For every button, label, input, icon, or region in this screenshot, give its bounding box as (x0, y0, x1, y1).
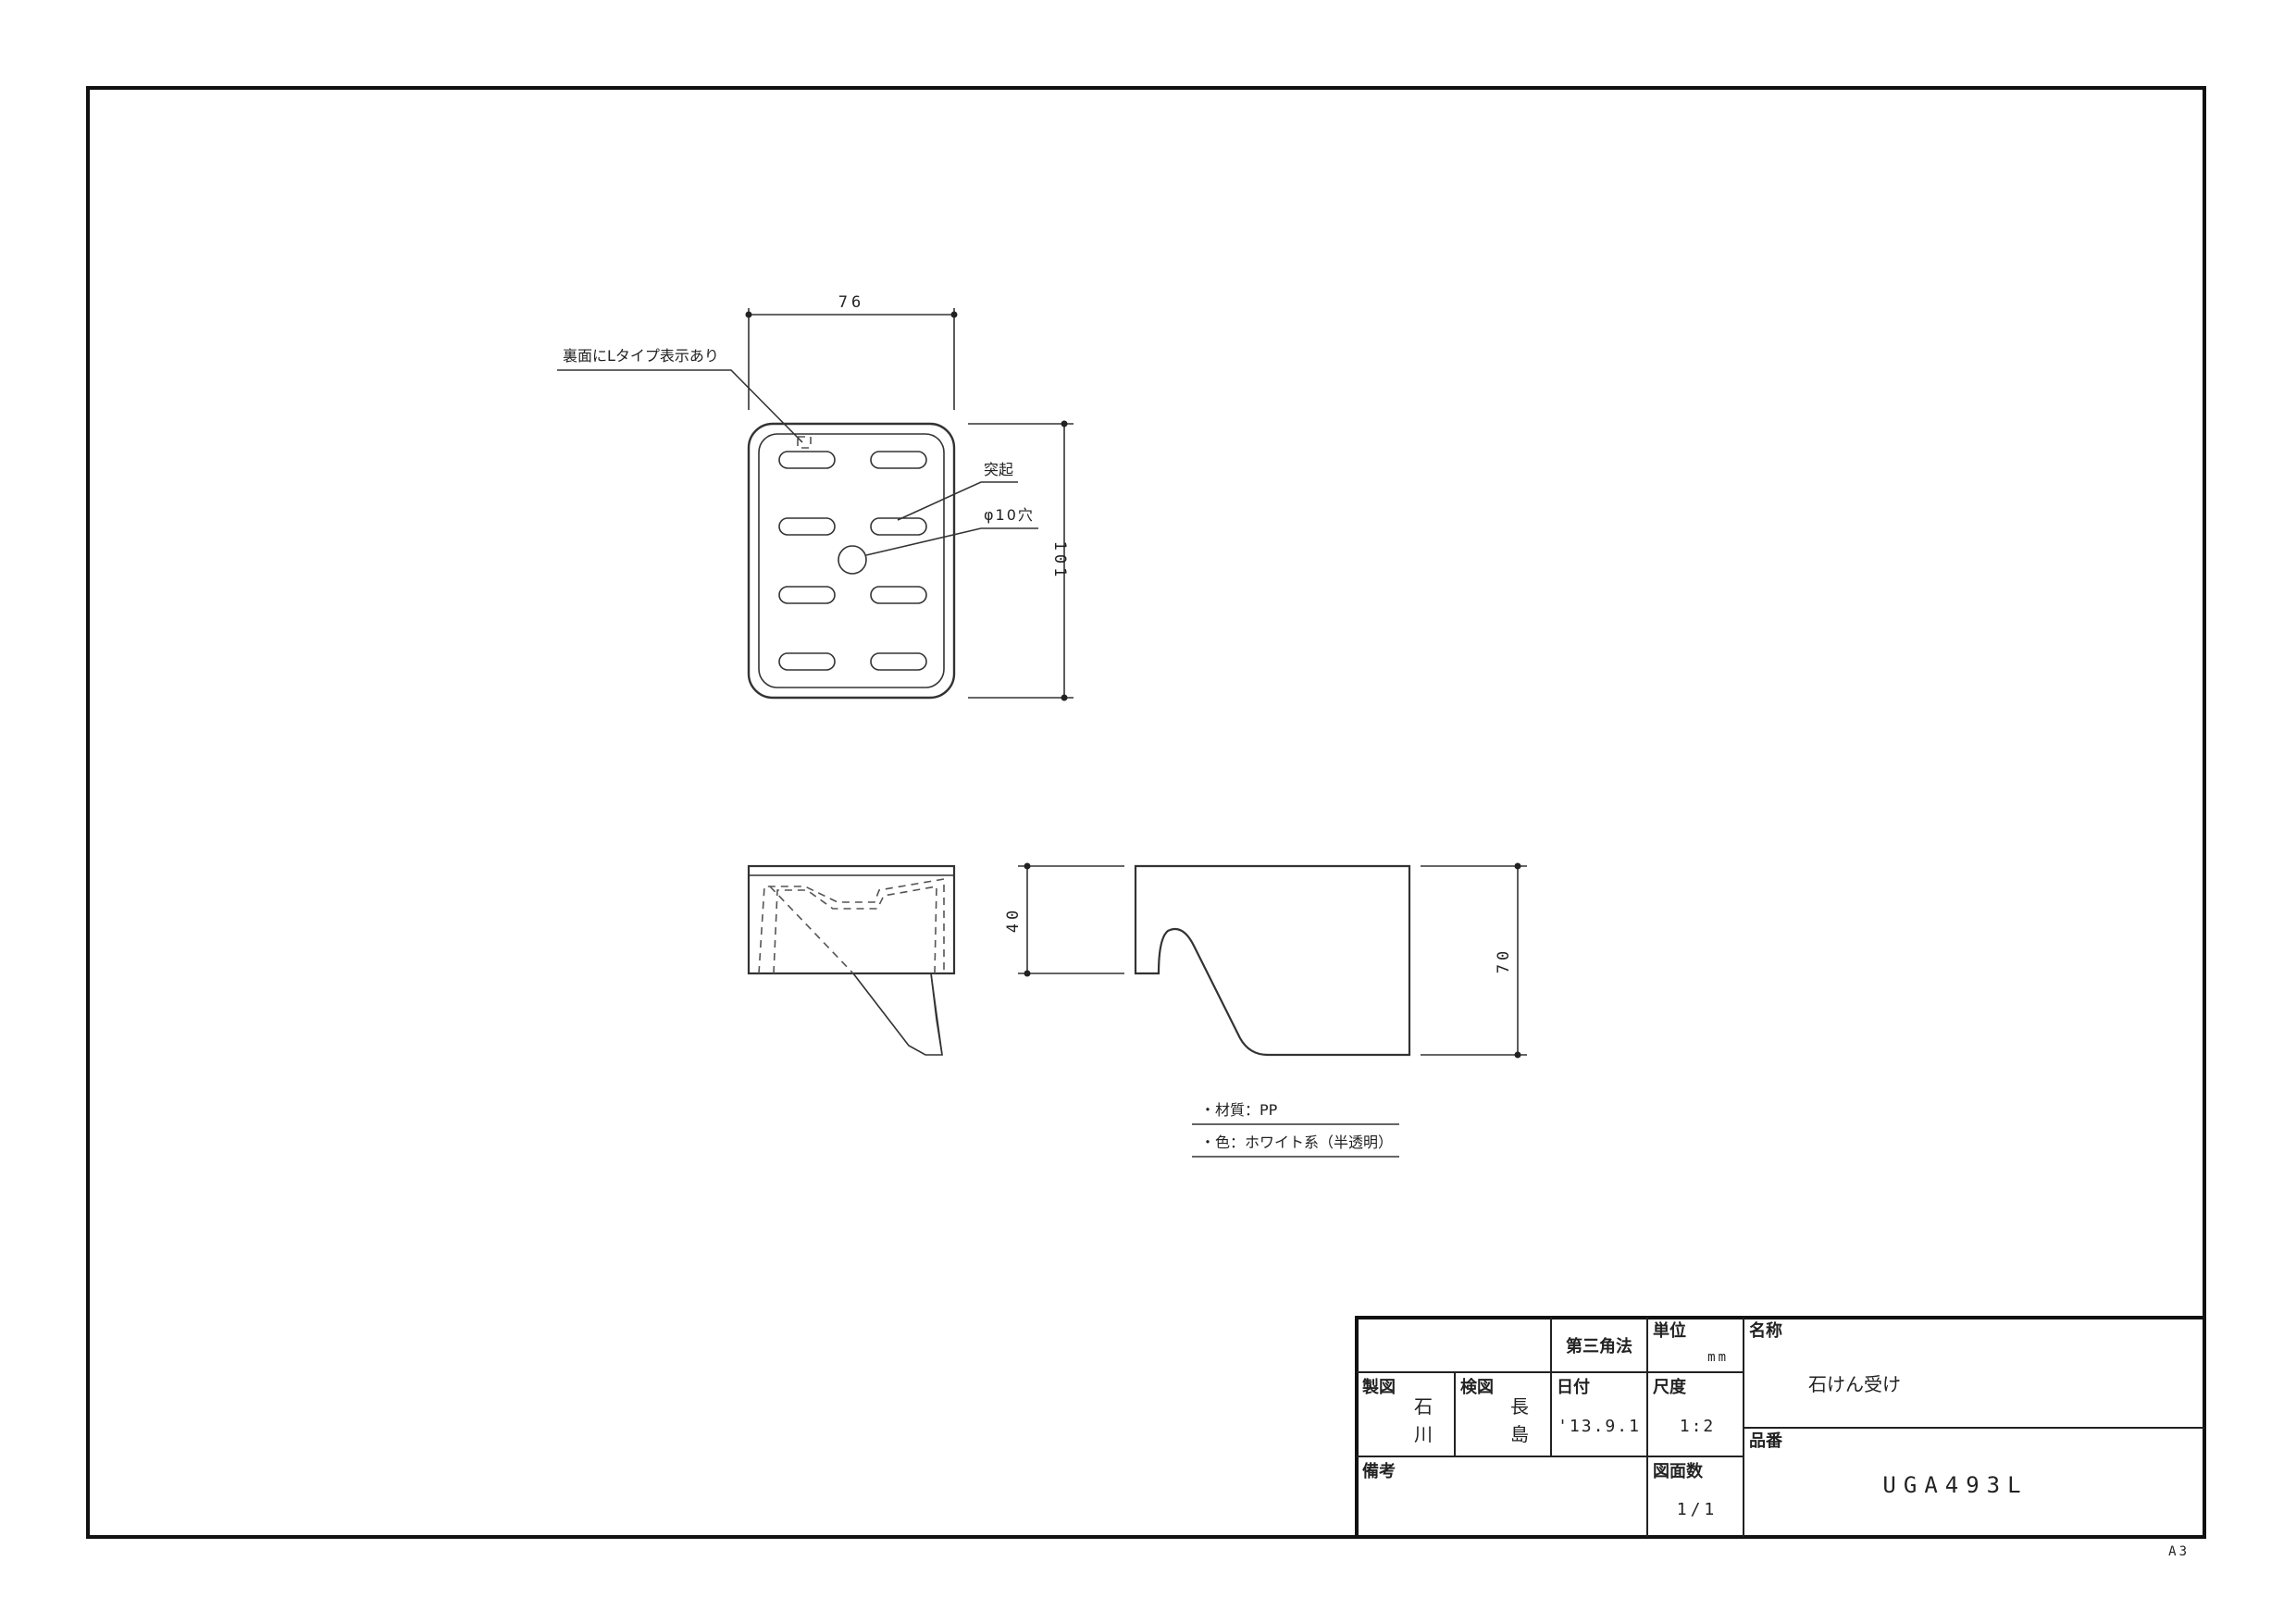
slot (870, 517, 927, 536)
slot (870, 451, 927, 469)
tb-scale-value: 1:2 (1680, 1417, 1716, 1436)
sheet-border (86, 86, 2206, 1539)
tb-drawn-by-1: 石 (1414, 1395, 1433, 1418)
dimension-width-text: 76 (838, 293, 864, 312)
tb-checked-by-1: 長 (1510, 1395, 1529, 1418)
top-inner-outline (758, 433, 945, 688)
dimension-dot (1061, 694, 1068, 701)
slot (778, 451, 836, 469)
hole-10mm (838, 545, 867, 575)
side-view: 40 70 (1004, 862, 1527, 1059)
dimension-dot (1061, 420, 1068, 427)
title-block: 第三角法 単位 mm 名称 石けん受け 製図 石 川 検図 長 島 日付 '13… (1355, 1316, 2206, 1539)
front-bracket-edge (930, 973, 943, 1056)
tb-sheets-value: 1/1 (1677, 1500, 1719, 1519)
slot (870, 586, 927, 604)
dimension-height-total-text: 70 (1495, 948, 1513, 973)
front-view (747, 864, 956, 1056)
front-body-outline (747, 864, 956, 975)
dimension-dot (1024, 970, 1031, 977)
note-color: ・色：ホワイト系（半透明） (1200, 1134, 1393, 1151)
slot (870, 652, 927, 671)
dimension-dot (950, 311, 958, 318)
tb-unit-label: 単位 (1653, 1320, 1686, 1341)
tb-drawn-by-2: 川 (1414, 1423, 1433, 1445)
tb-projection: 第三角法 (1566, 1336, 1632, 1357)
top-view: 76 101 裏面にLタイプ表示あり 突起 φ10穴 (557, 293, 1074, 701)
slot (778, 586, 836, 604)
hidden-line-inner (773, 886, 937, 974)
hidden-line-inner (758, 878, 945, 974)
tb-sheets-label: 図面数 (1653, 1461, 1704, 1481)
tb-part-no-value: UGA493L (1882, 1472, 2028, 1498)
slot (778, 517, 836, 536)
top-outer-outline (747, 422, 956, 700)
side-profile-outline (1134, 864, 1411, 1057)
slot (778, 652, 836, 671)
tb-name-label: 名称 (1749, 1320, 1782, 1341)
tb-checked-label: 検図 (1460, 1377, 1494, 1397)
tb-part-no-label: 品番 (1749, 1431, 1783, 1451)
leader-protrusion (897, 481, 1018, 521)
note-hole: φ10穴 (984, 506, 1035, 524)
tb-remarks-label: 備考 (1362, 1461, 1396, 1481)
tb-unit-value: mm (1707, 1350, 1729, 1365)
dimension-dot (1024, 862, 1031, 870)
l-type-mark (797, 436, 812, 449)
tb-date-label: 日付 (1557, 1377, 1590, 1397)
tb-date-value: '13.9.1 (1558, 1417, 1641, 1436)
note-back-marking: 裏面にLタイプ表示あり (563, 347, 719, 365)
hidden-line-bracket (769, 886, 854, 974)
tb-drawn-label: 製図 (1361, 1378, 1396, 1397)
note-protrusion: 突起 (984, 461, 1013, 478)
leader-back-marking (557, 369, 803, 443)
sheet-size-label: A3 (2168, 1544, 2190, 1559)
note-material: ・材質：PP (1200, 1101, 1278, 1119)
leader-hole (865, 527, 1038, 556)
front-bracket-outline (851, 973, 943, 1056)
tb-checked-by-2: 島 (1510, 1423, 1529, 1445)
tb-scale-label: 尺度 (1653, 1377, 1687, 1397)
dimension-height-body-text: 40 (1004, 907, 1023, 933)
dimension-dot (1514, 1051, 1521, 1059)
tb-name-value: 石けん受け (1808, 1373, 1901, 1395)
dimension-dot (1514, 862, 1521, 870)
dimension-dot (745, 311, 752, 318)
material-notes: ・材質：PP ・色：ホワイト系（半透明） (1192, 1101, 1399, 1158)
dimension-depth-text: 101 (1050, 541, 1069, 581)
